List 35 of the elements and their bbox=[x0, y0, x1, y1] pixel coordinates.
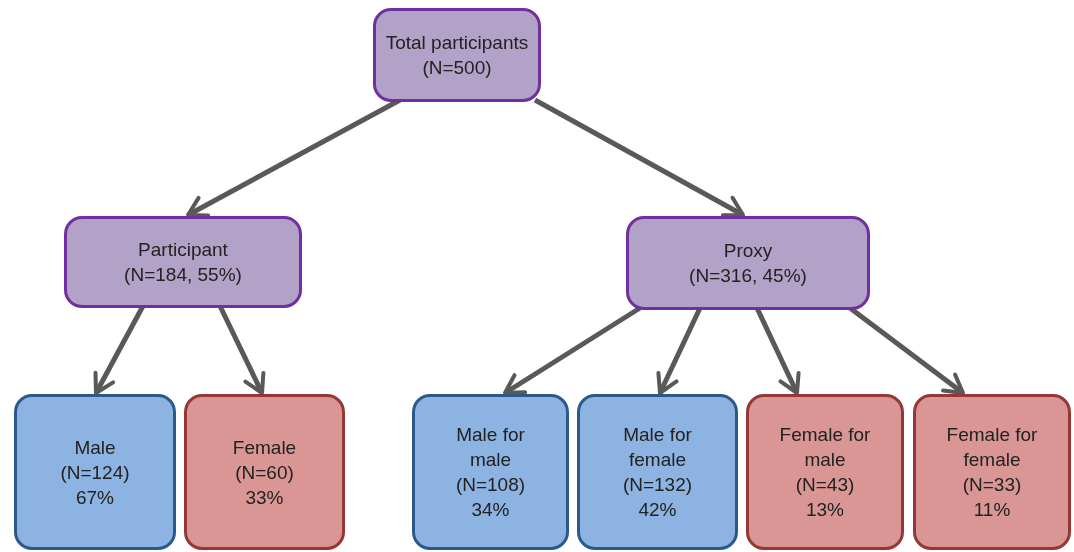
box-text: (N=184, 55%) bbox=[124, 263, 242, 287]
box-text: (N=60) bbox=[235, 460, 294, 485]
box-text: 33% bbox=[245, 485, 284, 510]
box-text: Male for male bbox=[455, 423, 526, 472]
box-text: Male bbox=[74, 435, 116, 460]
box-text: (N=316, 45%) bbox=[689, 264, 807, 288]
box-text: (N=108) bbox=[455, 473, 526, 497]
box-text: Female bbox=[232, 435, 297, 460]
flow-box bbox=[746, 394, 904, 550]
box-text: 67% bbox=[76, 485, 114, 510]
box-text: (N=43) bbox=[795, 473, 855, 497]
box-text: (N=33) bbox=[962, 473, 1022, 497]
flow-box bbox=[14, 394, 176, 550]
box-text: 34% bbox=[471, 498, 510, 522]
arrow bbox=[503, 305, 642, 396]
box-text: Participant bbox=[138, 238, 228, 262]
flow-box bbox=[184, 394, 345, 550]
arrow bbox=[533, 97, 745, 218]
flow-box bbox=[373, 8, 541, 102]
flow-box bbox=[577, 394, 738, 550]
box-text: Female for male bbox=[778, 423, 872, 472]
flow-box bbox=[626, 216, 870, 310]
box-text: 42% bbox=[638, 498, 677, 522]
flow-box bbox=[913, 394, 1071, 550]
box-text: 13% bbox=[806, 498, 844, 522]
box-text: Proxy bbox=[723, 239, 773, 263]
box-text: (N=124) bbox=[60, 460, 130, 485]
flow-box bbox=[412, 394, 569, 550]
box-text: Male for female bbox=[622, 423, 693, 472]
box-text: Total participants bbox=[385, 31, 529, 55]
box-text: (N=500) bbox=[422, 56, 492, 80]
box-text: 11% bbox=[973, 498, 1011, 522]
box-text: (N=132) bbox=[622, 473, 693, 497]
flow-box bbox=[64, 216, 302, 308]
box-text: Female for female bbox=[945, 423, 1039, 472]
